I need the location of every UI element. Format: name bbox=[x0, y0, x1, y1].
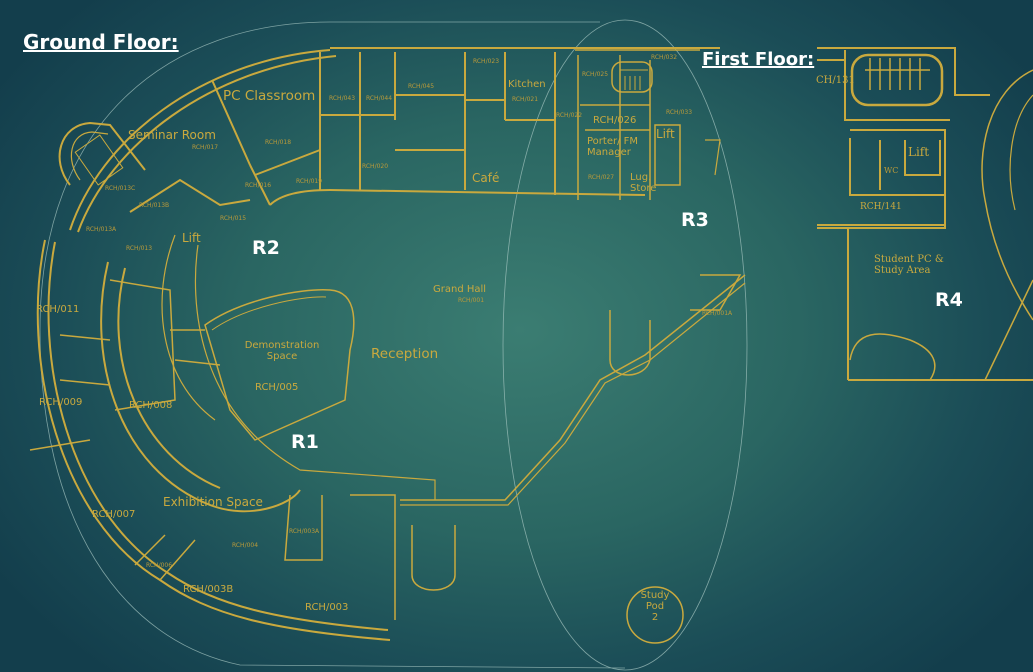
room-rch-027[interactable]: RCH/027 bbox=[588, 174, 615, 181]
room-rch-044[interactable]: RCH/044 bbox=[366, 95, 393, 102]
region-r4-label[interactable]: R4 bbox=[935, 289, 963, 311]
room-rch-003b[interactable]: RCH/003B bbox=[183, 584, 234, 595]
room-rch-032[interactable]: RCH/032 bbox=[651, 54, 678, 61]
room-rch-019[interactable]: RCH/019 bbox=[296, 178, 323, 185]
demo-line1: Demonstration bbox=[244, 340, 320, 351]
room-cafe[interactable]: Café bbox=[472, 171, 500, 185]
ground-floor-heading: Ground Floor: bbox=[23, 30, 179, 54]
pod-line2: Pod bbox=[645, 601, 665, 612]
room-rch-001a[interactable]: RCH/001A bbox=[702, 310, 733, 317]
room-rch-016[interactable]: RCH/016 bbox=[245, 182, 272, 189]
room-lift-north[interactable]: Lift bbox=[656, 127, 675, 141]
room-rch-006[interactable]: RCH/006 bbox=[146, 562, 173, 569]
room-rch-015[interactable]: RCH/015 bbox=[220, 215, 247, 222]
ground-floor-walls bbox=[29, 47, 746, 644]
room-rch-023[interactable]: RCH/023 bbox=[473, 58, 500, 65]
room-rch-043[interactable]: RCH/043 bbox=[329, 95, 356, 102]
room-exhibition-space[interactable]: Exhibition Space bbox=[163, 495, 263, 509]
room-rch-003a[interactable]: RCH/003A bbox=[289, 528, 320, 535]
region-r1-label[interactable]: R1 bbox=[291, 431, 319, 453]
room-lift-west[interactable]: Lift bbox=[182, 231, 201, 245]
room-rch-141[interactable]: RCH/141 bbox=[860, 202, 902, 212]
room-rch-003[interactable]: RCH/003 bbox=[305, 602, 349, 613]
room-rch-013b[interactable]: RCH/013B bbox=[139, 202, 170, 209]
room-ch-131[interactable]: CH/131 bbox=[816, 75, 855, 86]
pod-line3: 2 bbox=[651, 612, 659, 623]
lug-line2: Store bbox=[630, 183, 657, 194]
room-rch-045[interactable]: RCH/045 bbox=[408, 83, 435, 90]
room-rch-004[interactable]: RCH/004 bbox=[232, 542, 259, 549]
room-rch-022[interactable]: RCH/022 bbox=[556, 112, 583, 119]
room-seminar-room[interactable]: Seminar Room bbox=[128, 128, 216, 142]
room-rch-018[interactable]: RCH/018 bbox=[265, 139, 292, 146]
room-rch-013[interactable]: RCH/013 bbox=[126, 245, 153, 252]
room-rch-026[interactable]: RCH/026 bbox=[593, 115, 637, 126]
room-rch-025[interactable]: RCH/025 bbox=[582, 71, 609, 78]
region-r2-label[interactable]: R2 bbox=[252, 237, 280, 259]
room-rch-005[interactable]: RCH/005 bbox=[255, 382, 299, 393]
lug-line1: Lug. bbox=[630, 172, 652, 183]
pod-line1: Study bbox=[640, 590, 670, 601]
region-outlines bbox=[39, 19, 748, 671]
first-floor-walls bbox=[817, 47, 1033, 381]
room-student-pc-study-area[interactable]: Student PC &Study Area bbox=[874, 254, 944, 276]
room-rch-009[interactable]: RCH/009 bbox=[39, 397, 83, 408]
room-luggage-store[interactable]: Lug.Store bbox=[630, 172, 656, 194]
room-rch-013a[interactable]: RCH/013A bbox=[86, 226, 117, 233]
room-reception[interactable]: Reception bbox=[371, 346, 439, 362]
room-kitchen[interactable]: Kitchen bbox=[508, 79, 546, 90]
room-rch-020[interactable]: RCH/020 bbox=[362, 163, 389, 170]
region-r3-label[interactable]: R3 bbox=[681, 209, 709, 231]
room-rch-007[interactable]: RCH/007 bbox=[92, 509, 136, 520]
room-code-rch-021: RCH/021 bbox=[512, 96, 539, 103]
room-code-rch-001: RCH/001 bbox=[458, 297, 485, 304]
room-rch-011[interactable]: RCH/011 bbox=[36, 304, 80, 315]
student-pc-line2: Study Area bbox=[874, 265, 931, 276]
student-pc-line1: Student PC & bbox=[874, 254, 944, 265]
room-code-rch-017: RCH/017 bbox=[192, 144, 219, 151]
room-rch-008[interactable]: RCH/008 bbox=[129, 400, 173, 411]
room-grand-hall[interactable]: Grand Hall bbox=[433, 284, 487, 295]
first-floor-heading: First Floor: bbox=[702, 49, 815, 70]
porter-line2: Manager bbox=[587, 147, 631, 158]
demo-line2: Space bbox=[266, 351, 298, 362]
room-pc-classroom[interactable]: PC Classroom bbox=[223, 88, 316, 104]
room-rch-033[interactable]: RCH/033 bbox=[666, 109, 693, 116]
room-lift-first-floor[interactable]: Lift bbox=[908, 145, 930, 159]
room-wc[interactable]: WC bbox=[884, 166, 899, 175]
porter-line1: Porter/ FM bbox=[587, 136, 639, 147]
room-rch-013c[interactable]: RCH/013C bbox=[105, 185, 136, 192]
